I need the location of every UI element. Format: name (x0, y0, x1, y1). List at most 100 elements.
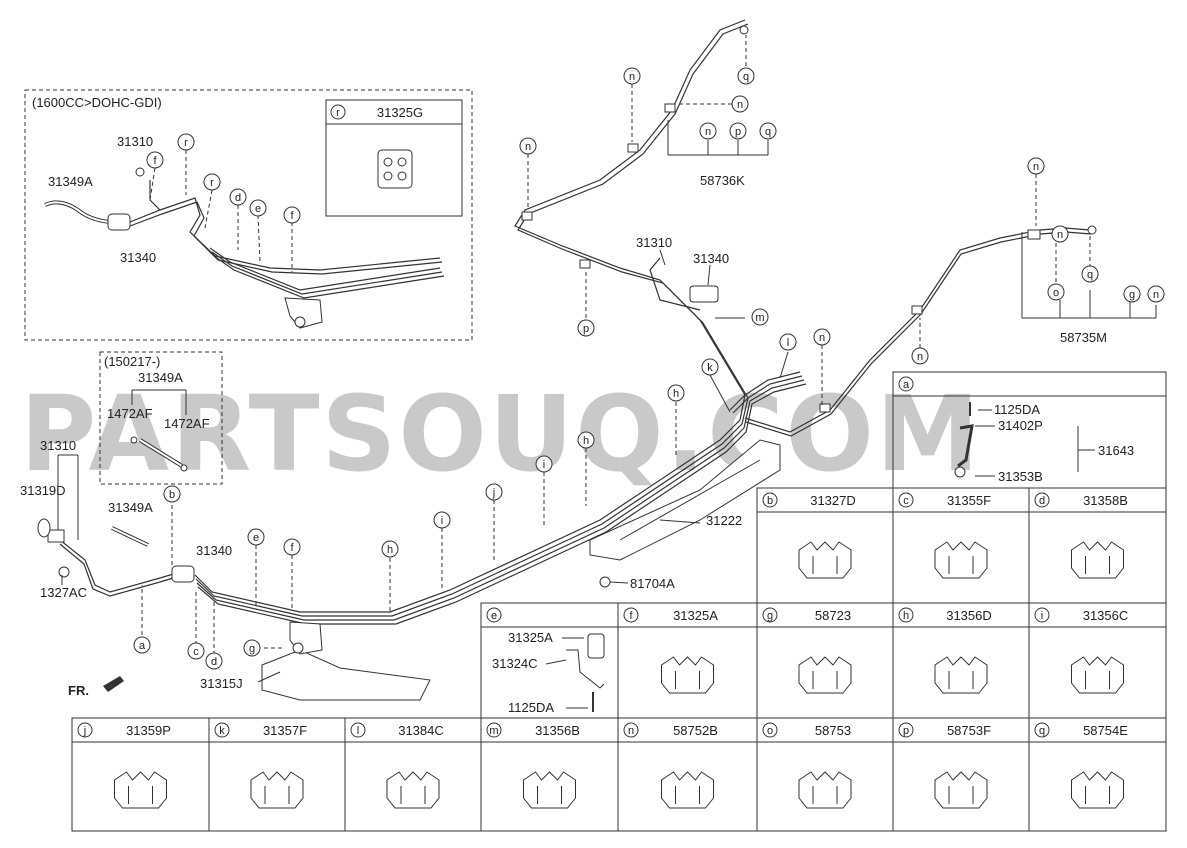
legend-e-bracket-icon (545, 633, 605, 712)
svg-text:n: n (819, 332, 825, 344)
callout-b: b (163, 485, 181, 503)
svg-text:f: f (290, 210, 294, 222)
clip-58754E-icon (1071, 771, 1124, 809)
label-1327AC: 1327AC (40, 585, 87, 600)
legend-a-31353B: 31353B (998, 469, 1043, 484)
legend-cell-letter: q (1039, 725, 1045, 737)
legend-cell-part: 31327D (810, 493, 856, 508)
callout-n: n (1147, 285, 1165, 303)
legend-cell-part: 31356D (946, 608, 992, 623)
svg-text:r: r (184, 137, 188, 149)
svg-text:p: p (583, 323, 589, 335)
legend-cell-letter: l (357, 725, 359, 737)
clip-31356D-icon (934, 656, 988, 694)
label-31315J: 31315J (200, 676, 243, 691)
inset-150217-title: (150217-) (104, 354, 160, 369)
inset-150217-left: 1472AF (107, 406, 153, 421)
legend-cell-part: 31384C (398, 723, 444, 738)
callout-d: d (205, 652, 223, 670)
legend-cell-g: g 58723 (762, 607, 852, 694)
svg-text:m: m (755, 312, 764, 324)
callout-n: n (1051, 225, 1069, 243)
main-pipes (59, 19, 1092, 625)
legend-cell-letter: n (628, 725, 634, 737)
svg-text:a: a (139, 640, 146, 652)
callout-i: i (433, 511, 451, 529)
legend-e-31325A: 31325A (508, 630, 553, 645)
callout-r: r (203, 173, 221, 191)
legend-cell-letter: i (1041, 610, 1043, 622)
svg-text:g: g (249, 643, 255, 655)
legend-cell-letter: k (219, 725, 225, 737)
svg-text:d: d (235, 192, 241, 204)
svg-text:d: d (211, 656, 217, 668)
legend-cell-n: n 58752B (623, 722, 718, 809)
clip-31359P-icon (114, 771, 167, 809)
callout-r: r (177, 133, 195, 151)
label-31349A-main: 31349A (108, 500, 153, 515)
clip-58753F-icon (934, 771, 988, 809)
callout-o: o (1047, 283, 1065, 301)
legend-cell-part: 58752B (673, 723, 718, 738)
label-81704A: 81704A (630, 576, 675, 591)
clip-31325G-icon (377, 149, 413, 189)
callout-d: d (229, 188, 247, 206)
svg-text:c: c (193, 646, 199, 658)
callout-f: f (283, 538, 301, 556)
clip-31325A-icon (661, 656, 714, 694)
svg-text:p: p (735, 126, 741, 138)
svg-text:q: q (1087, 269, 1093, 281)
main-part-labels: 31310 31319D 1327AC 31349A 31340 31315J … (20, 173, 1107, 691)
svg-text:h: h (583, 435, 589, 447)
legend-cell-part: 31356B (535, 723, 580, 738)
svg-text:h: h (387, 544, 393, 556)
label-31310-main: 31310 (40, 438, 76, 453)
label-gdi-31310: 31310 (117, 134, 153, 149)
svg-text:b: b (169, 489, 175, 501)
svg-text:h: h (673, 388, 679, 400)
legend-cell-letter: d (1039, 495, 1045, 507)
label-31222: 31222 (706, 513, 742, 528)
callout-l: l (779, 333, 797, 351)
svg-text:n: n (629, 71, 635, 83)
legend-cell-part: 58723 (815, 608, 851, 623)
legend-cell-letter: f (629, 610, 633, 622)
svg-text:n: n (705, 126, 711, 138)
label-31340-upper: 31340 (693, 251, 729, 266)
inset-gdi: (1600CC>DOHC-GDI) r 31325G 3131 (24, 89, 473, 341)
callout-n: n (813, 328, 831, 346)
legend-cell-letter: g (767, 610, 773, 622)
callout-f: f (146, 151, 164, 169)
svg-text:k: k (707, 362, 713, 374)
legend-cell-part: 31355F (947, 493, 991, 508)
label-31310-upper: 31310 (636, 235, 672, 250)
svg-text:i: i (543, 459, 545, 471)
front-marker-text: FR. (68, 683, 89, 698)
callout-g: g (243, 639, 261, 657)
clip-31384C-icon (386, 771, 440, 809)
svg-text:e: e (253, 532, 259, 544)
callout-q: q (737, 67, 755, 85)
svg-text:q: q (743, 71, 749, 83)
legend-a-31643: 31643 (1098, 443, 1134, 458)
label-58736K: 58736K (700, 173, 745, 188)
clip-31356C-icon (1071, 656, 1124, 694)
clip-31356B-icon (523, 771, 576, 809)
legend-e-31324C: 31324C (492, 656, 538, 671)
label-31319D: 31319D (20, 483, 66, 498)
inset-gdi-title: (1600CC>DOHC-GDI) (32, 95, 162, 110)
legend-a-31402P: 31402P (998, 418, 1043, 433)
inset-r-letter: r (336, 107, 340, 119)
callout-h: h (577, 431, 595, 449)
callout-n: n (623, 67, 641, 85)
